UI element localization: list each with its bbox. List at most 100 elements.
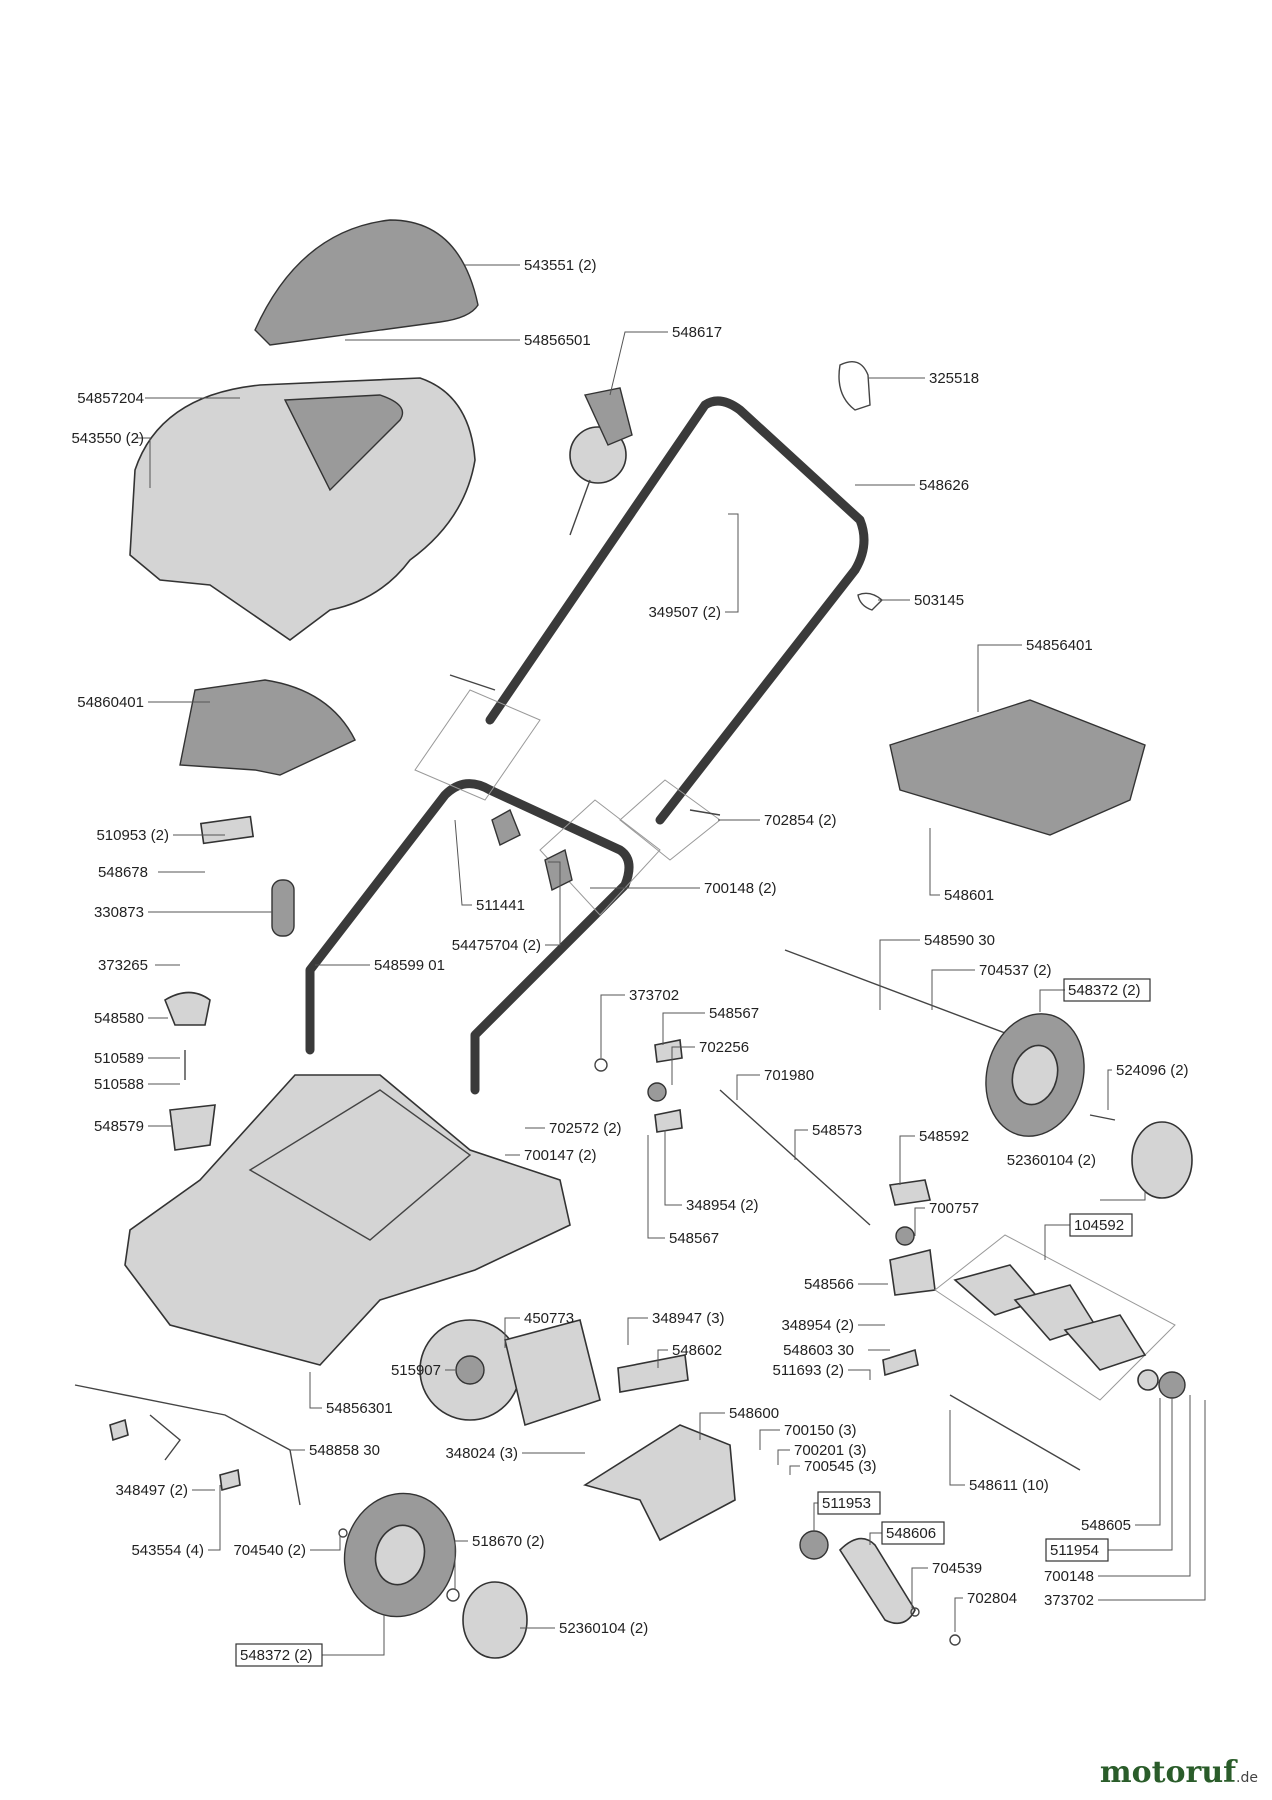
leader-704540: [310, 1535, 341, 1551]
leader-548605: [1135, 1398, 1161, 1526]
leader-704537: [931, 969, 975, 1010]
bracket-548602-drawing: [617, 1354, 689, 1393]
screw-373702-drawing: [594, 1058, 608, 1072]
label-349507: 349507 (2): [648, 604, 721, 621]
axle-bolt-drawing: [1089, 1114, 1116, 1121]
leader-701980: [736, 1074, 760, 1100]
box-511953: [817, 1491, 881, 1515]
spacer-shaft-drawing: [949, 1394, 1081, 1471]
brand-name: motoruf: [1099, 1755, 1237, 1790]
plate-548603-drawing: [882, 1348, 919, 1377]
leader-54856301: [309, 1372, 322, 1409]
box-548372-front: [235, 1643, 323, 1667]
part-labels: 543551 (2) 54856501 548617 325518 548572…: [71, 257, 1188, 1664]
label-548599: 548599 01: [374, 957, 445, 974]
label-548372-rear: 548372 (2): [1068, 982, 1141, 999]
leader-702256: [671, 1046, 695, 1085]
label-348954-bottom: 348954 (2): [781, 1317, 854, 1334]
rear-flap-drawing: [889, 699, 1146, 836]
leader-lines: [135, 264, 1206, 1656]
label-702572: 702572 (2): [549, 1120, 622, 1137]
bearing-700757-drawing: [895, 1226, 915, 1246]
handle-knob-1-drawing: [491, 809, 521, 846]
motor-housing-drawing: [129, 377, 476, 641]
label-515907: 515907: [391, 1362, 441, 1379]
label-348024: 348024 (3): [445, 1445, 518, 1462]
label-548567-bottom: 548567: [669, 1230, 719, 1247]
leader-700201: [777, 1449, 790, 1465]
leader-700150: [759, 1429, 780, 1450]
front-hubcap-drawing: [462, 1581, 528, 1659]
label-54857204: 54857204: [77, 390, 144, 407]
leader-373702-top: [600, 994, 625, 1058]
label-548605: 548605: [1081, 1517, 1131, 1534]
clip-518670-drawing: [446, 1588, 460, 1602]
lever-548858-drawing: [74, 1384, 301, 1506]
box-104592: [1069, 1213, 1133, 1237]
pulley-548606-drawing: [838, 1537, 916, 1625]
handle-bolt-drawing: [449, 674, 496, 691]
leader-524096: [1107, 1069, 1112, 1110]
roller-outline: [934, 1234, 1176, 1401]
leader-548600: [699, 1412, 725, 1440]
leader-700148: [1098, 1395, 1191, 1577]
leader-548606: [869, 1532, 882, 1545]
tube-330873-drawing: [271, 879, 295, 937]
retainer-1-drawing: [109, 1418, 129, 1442]
label-543554: 543554 (4): [131, 1542, 204, 1559]
inner-cover-drawing: [179, 679, 356, 776]
washer-704539-drawing: [910, 1607, 920, 1617]
assembly-outline-3: [539, 799, 661, 916]
label-700201: 700201 (3): [794, 1442, 867, 1459]
retainer-2-drawing: [219, 1468, 241, 1492]
leader-349507: [725, 513, 739, 613]
label-700148-2: 700148 (2): [704, 880, 777, 897]
label-548603: 548603 30: [783, 1342, 854, 1359]
box-511954: [1045, 1538, 1109, 1562]
label-510588: 510588: [94, 1076, 144, 1093]
label-700757: 700757: [929, 1200, 979, 1217]
label-503145: 503145: [914, 592, 964, 609]
leader-543554: [208, 1485, 221, 1551]
leader-548617: [609, 331, 668, 396]
leader-702804: [954, 1597, 963, 1632]
label-548592: 548592: [919, 1128, 969, 1145]
label-548573: 548573: [812, 1122, 862, 1139]
label-548600: 548600: [729, 1405, 779, 1422]
bushing-drawing: [1137, 1369, 1159, 1391]
lower-handle-drawing: [305, 779, 634, 1095]
housing-vent-drawing: [283, 394, 404, 492]
tine-3-drawing: [1063, 1314, 1147, 1371]
leader-700757: [914, 1207, 925, 1236]
label-700150: 700150 (3): [784, 1422, 857, 1439]
label-548858: 548858 30: [309, 1442, 380, 1459]
label-543551: 543551 (2): [524, 257, 597, 274]
label-54475704: 54475704 (2): [452, 937, 541, 954]
label-330873: 330873: [94, 904, 144, 921]
label-548626: 548626: [919, 477, 969, 494]
label-104592: 104592: [1074, 1217, 1124, 1234]
motor-450773-drawing: [504, 1319, 601, 1427]
washer-704540-drawing: [338, 1528, 348, 1538]
label-548602: 548602: [672, 1342, 722, 1359]
rear-hubcap-drawing: [1131, 1121, 1193, 1199]
box-548606: [881, 1521, 945, 1545]
mount-548592-drawing: [889, 1179, 931, 1206]
label-701980: 701980: [764, 1067, 814, 1084]
leader-104592: [1044, 1224, 1070, 1260]
label-548580: 548580: [94, 1010, 144, 1027]
label-548617: 548617: [672, 324, 722, 341]
label-510589: 510589: [94, 1050, 144, 1067]
label-548579: 548579: [94, 1118, 144, 1135]
switch-lever-drawing: [583, 387, 633, 446]
leader-548602: [657, 1349, 668, 1368]
label-348954-top: 348954 (2): [686, 1197, 759, 1214]
label-704537: 704537 (2): [979, 962, 1052, 979]
label-548567-top: 548567: [709, 1005, 759, 1022]
label-54856301: 54856301: [326, 1400, 393, 1417]
leader-511693: [848, 1369, 871, 1380]
clamp-548567-top-drawing: [654, 1039, 683, 1063]
box-548372-rear: [1063, 978, 1151, 1002]
label-700147: 700147 (2): [524, 1147, 597, 1164]
